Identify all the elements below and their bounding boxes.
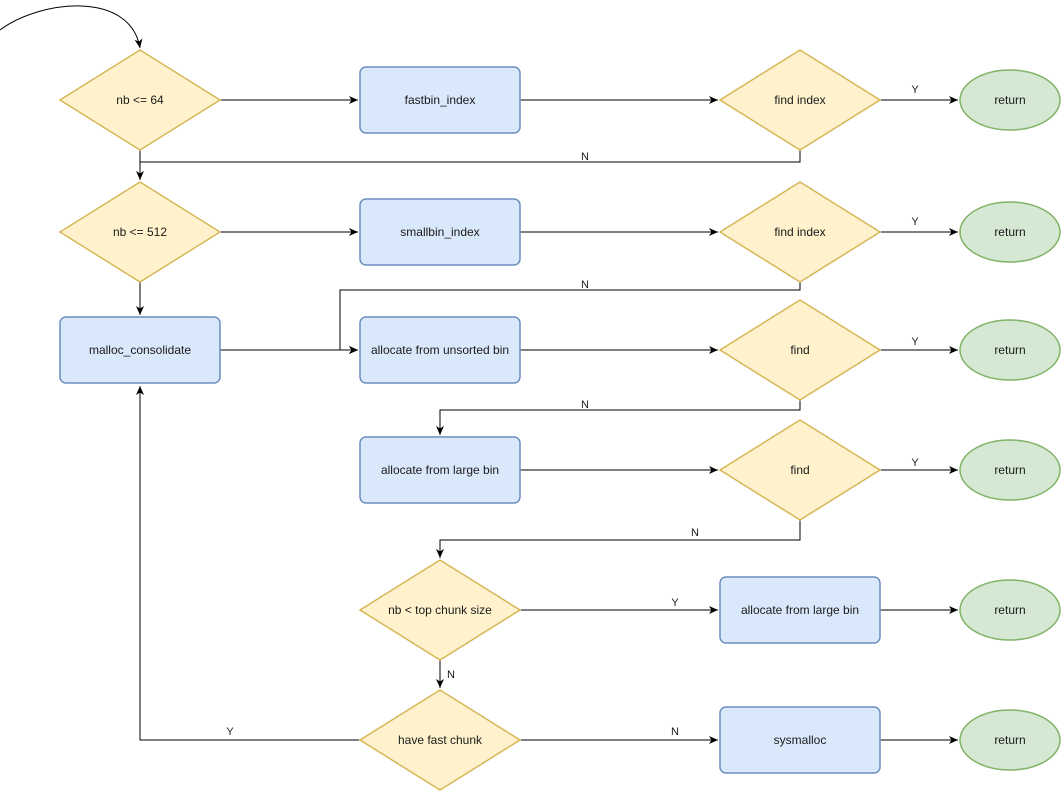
label-fast-no: N xyxy=(671,726,679,738)
edge-labels: Y N Y N Y N Y N Y N Y N xyxy=(226,84,919,738)
label-find4-yes: Y xyxy=(911,457,919,469)
decision-have-fast-chunk[interactable]: have fast chunk xyxy=(358,689,522,791)
decision-find-index-1[interactable]: find index xyxy=(718,49,882,151)
terminal-return-5-label: return xyxy=(994,603,1025,617)
label-fast-yes: Y xyxy=(226,726,234,738)
label-find2-no: N xyxy=(581,279,589,291)
label-find4-no: N xyxy=(691,527,699,539)
process-malloc-consolidate[interactable]: malloc_consolidate xyxy=(59,316,221,384)
process-alloc-large-1-label: allocate from large bin xyxy=(381,463,499,477)
process-alloc-large-2[interactable]: allocate from large bin xyxy=(719,576,881,644)
terminal-return-1-label: return xyxy=(994,93,1025,107)
terminal-return-2-label: return xyxy=(994,225,1025,239)
process-sysmalloc[interactable]: sysmalloc xyxy=(719,706,881,774)
process-alloc-unsorted-label: allocate from unsorted bin xyxy=(371,343,509,357)
decision-find-4[interactable]: find xyxy=(718,419,882,521)
process-sysmalloc-label: sysmalloc xyxy=(774,733,827,747)
terminal-return-1[interactable]: return xyxy=(959,69,1061,131)
decision-nb-le-64-label: nb <= 64 xyxy=(116,93,164,107)
entry-edge xyxy=(0,5,143,49)
process-fastbin-index[interactable]: fastbin_index xyxy=(359,66,521,134)
decision-nb-le-64[interactable]: nb <= 64 xyxy=(58,49,222,151)
decision-nb-le-512-label: nb <= 512 xyxy=(113,225,167,239)
decision-find-index-2-label: find index xyxy=(774,225,825,239)
process-fastbin-index-label: fastbin_index xyxy=(405,93,476,107)
terminal-return-6-label: return xyxy=(994,733,1025,747)
process-alloc-large-2-label: allocate from large bin xyxy=(741,603,859,617)
terminal-return-3[interactable]: return xyxy=(959,319,1061,381)
edge-fast-yes xyxy=(136,386,360,741)
terminal-return-2[interactable]: return xyxy=(959,201,1061,263)
label-find3-yes: Y xyxy=(911,336,919,348)
terminal-return-4-label: return xyxy=(994,463,1025,477)
decision-have-fast-chunk-label: have fast chunk xyxy=(398,733,483,747)
nodes: nb <= 64 fastbin_index find index return… xyxy=(58,49,1061,791)
decision-find-index-1-label: find index xyxy=(774,93,825,107)
decision-nb-lt-top-chunk[interactable]: nb < top chunk size xyxy=(358,559,522,661)
process-smallbin-index[interactable]: smallbin_index xyxy=(359,198,521,266)
terminal-return-6[interactable]: return xyxy=(959,709,1061,771)
label-find2-yes: Y xyxy=(911,216,919,228)
label-find1-no: N xyxy=(581,151,589,163)
terminal-return-5[interactable]: return xyxy=(959,579,1061,641)
label-top-yes: Y xyxy=(671,597,679,609)
edge-find1-no xyxy=(140,150,801,163)
decision-nb-lt-top-chunk-label: nb < top chunk size xyxy=(388,603,492,617)
process-malloc-consolidate-label: malloc_consolidate xyxy=(89,343,191,357)
decision-find-3-label: find xyxy=(790,343,809,357)
process-alloc-unsorted[interactable]: allocate from unsorted bin xyxy=(359,316,521,384)
label-top-no: N xyxy=(447,669,455,681)
decision-find-4-label: find xyxy=(790,463,809,477)
decision-nb-le-512[interactable]: nb <= 512 xyxy=(58,181,222,283)
label-find3-no: N xyxy=(581,399,589,411)
decision-find-index-2[interactable]: find index xyxy=(718,181,882,283)
terminal-return-4[interactable]: return xyxy=(959,439,1061,501)
decision-find-3[interactable]: find xyxy=(718,299,882,401)
edge-find3-no xyxy=(436,400,801,435)
process-alloc-large-1[interactable]: allocate from large bin xyxy=(359,436,521,504)
edges xyxy=(0,5,958,744)
process-smallbin-index-label: smallbin_index xyxy=(400,225,479,239)
terminal-return-3-label: return xyxy=(994,343,1025,357)
label-find1-yes: Y xyxy=(911,84,919,96)
edge-find4-no xyxy=(436,520,801,558)
